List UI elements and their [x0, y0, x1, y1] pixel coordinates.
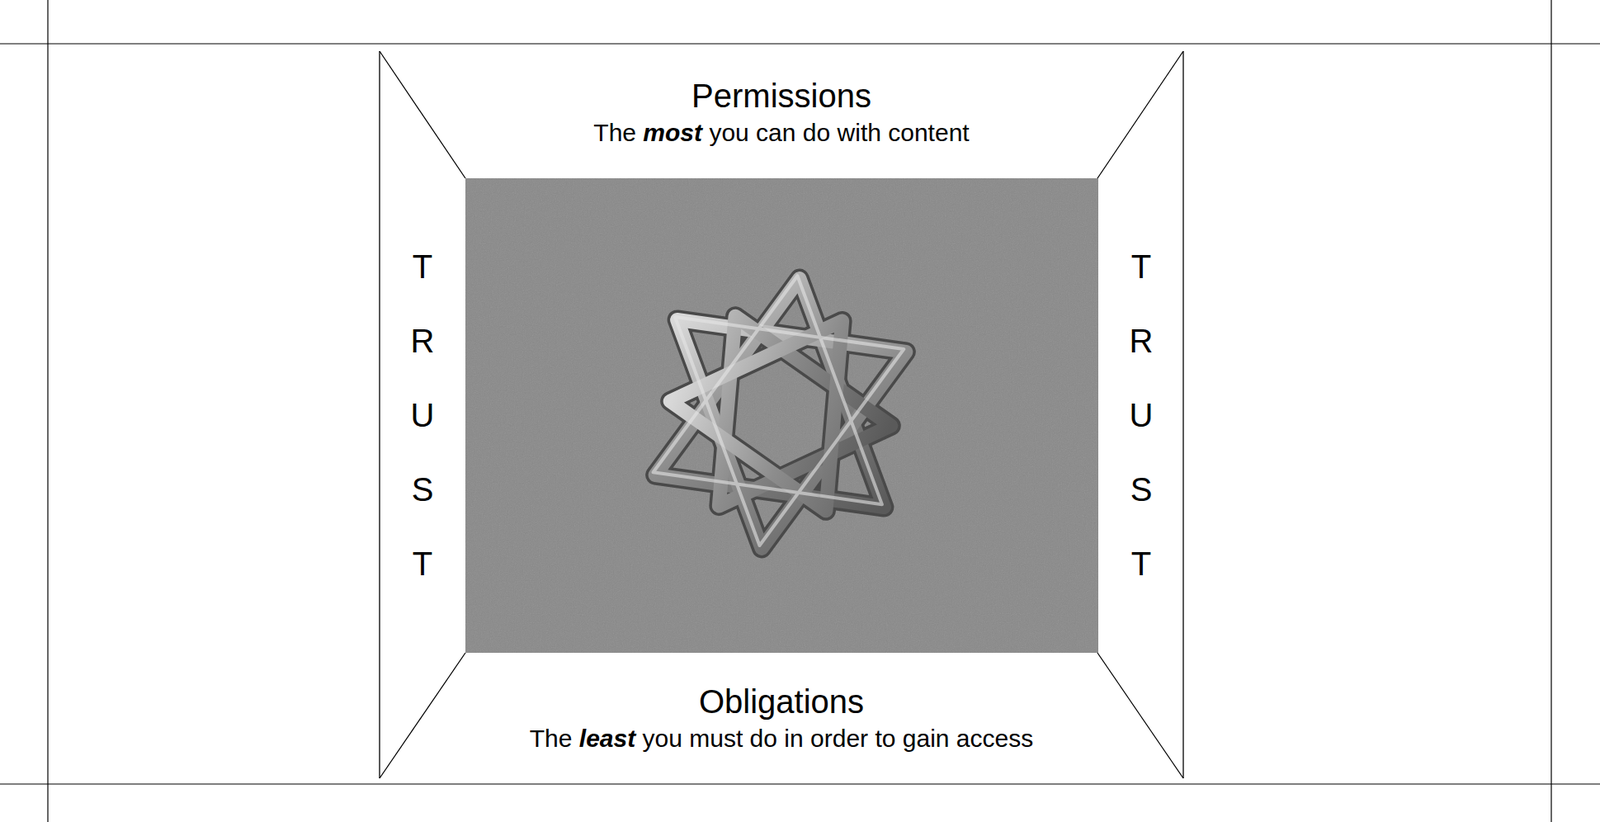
band-outline: [379, 51, 1184, 179]
trust-band: TRUST: [1098, 51, 1184, 779]
frame-line: [1182, 51, 1184, 779]
band-label: TRUST: [405, 229, 439, 601]
frame-line: [378, 51, 380, 779]
band-heading: Obligations: [379, 680, 1184, 723]
trust-band: TRUST: [379, 51, 466, 779]
band-description: The least you must do in order to gain a…: [379, 722, 1184, 755]
band-label: TRUST: [1124, 229, 1158, 601]
border-line: [0, 42, 1600, 44]
border-line: [0, 783, 1600, 784]
center-illustration: [465, 178, 1099, 653]
frame-line: [379, 652, 466, 779]
band-heading: Permissions: [379, 75, 1184, 117]
border-line: [1550, 0, 1552, 822]
border-line: [47, 0, 48, 822]
frame-line: [379, 51, 466, 179]
frame-line: [1097, 51, 1184, 179]
frame-line: [1097, 652, 1184, 779]
permissions-band: PermissionsThe most you can do with cont…: [379, 51, 1184, 179]
band-description: The most you can do with content: [379, 116, 1184, 149]
obligations-band: ObligationsThe least you must do in orde…: [379, 652, 1184, 779]
